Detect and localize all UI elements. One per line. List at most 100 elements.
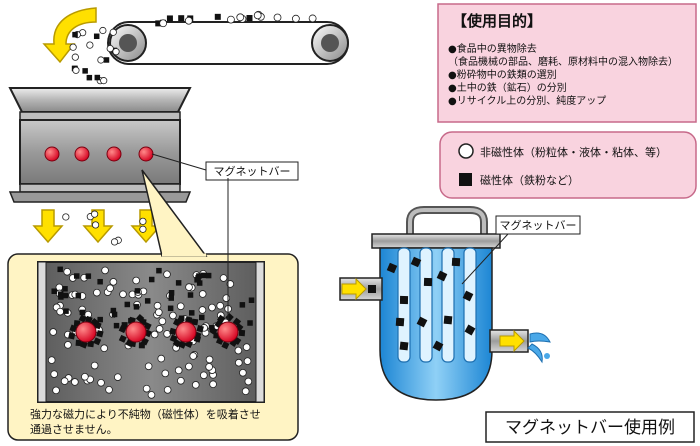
magnetic-particle [386,262,398,274]
magnet-bar-cross-section [75,321,97,343]
non-magnetic-particle [235,358,243,367]
magnetic-particle [205,272,212,279]
non-magnetic-particle [109,278,118,286]
non-magnetic-particle [93,288,101,297]
non-magnetic-particle [242,343,251,351]
non-magnetic-particle [60,377,69,385]
splash-drop [544,353,550,359]
non-magnetic-particle [185,283,193,291]
non-magnetic-particle [150,330,159,339]
magnetic-particle [73,273,80,279]
magnetic-particle [432,340,444,352]
magnetic-particle [166,15,173,22]
hopper-top [8,87,192,113]
purpose-title: 【使用目的】 [452,12,542,30]
magnetic-particle [436,270,448,282]
magnet-bar-label-tank: マグネットバー [500,218,577,232]
magnetic-particle [79,309,86,316]
magnetic-particle [395,317,405,327]
non-magnetic-particle [163,386,172,394]
attached-particle [87,340,95,348]
magnetic-particle [51,288,57,294]
non-magnetic-particle [174,366,183,375]
magnetic-particle [144,298,151,304]
non-magnetic-particle [177,376,185,385]
attached-particle [225,313,234,322]
attached-particle [196,325,204,333]
non-magnetic-particle [144,362,153,371]
non-magnetic-particle [52,386,60,395]
magnet-tube [397,247,411,363]
non-magnetic-particle [119,290,127,299]
tank-handle [406,206,488,236]
non-magnetic-particle [209,380,217,389]
non-magnetic-particle [236,13,245,22]
magnetic-particle [168,290,175,296]
magnet-bar-cross-section [175,321,197,343]
magnetic-particle [196,280,203,286]
magnet-bar-end [138,146,154,162]
non-magnetic-particle [147,391,156,399]
non-magnetic-particle [105,385,113,394]
non-magnetic-particle [163,330,171,338]
non-magnetic-particle [106,44,114,53]
purpose-item: ●土中の鉄（鉱石）の分別 [448,81,567,94]
magnetic-particle [399,295,409,305]
tank-lid [371,233,501,249]
belt-particles [155,10,317,28]
feed-arrow [42,7,97,64]
non-magnetic-particle [106,284,114,293]
non-magnetic-particle [200,371,208,380]
non-magnetic-particle [222,294,231,302]
magnet-bar-label-box [205,161,299,181]
magnetic-particle [239,302,246,308]
non-magnetic-particle [100,77,108,85]
tank-label-leader [461,233,509,285]
attached-particle [93,321,102,330]
non-magnetic-particle [86,41,94,49]
magnetic-particle [58,294,64,300]
diagram-title: マグネットバー使用例 [505,417,675,438]
magnetic-particle [464,324,476,336]
non-magnetic-particle [63,267,71,276]
attached-particle [169,334,178,343]
magnetic-particle [178,315,185,322]
attached-particle [69,324,78,333]
non-magnetic-particle [71,378,79,386]
non-magnetic-particle [139,225,147,233]
non-magnetic-particle [198,306,207,314]
attached-particle [96,330,104,338]
non-magnetic-particle [56,307,65,316]
tank-particles [368,256,476,352]
magnetic-particle [57,266,63,273]
magnetic-particle [110,307,117,314]
non-magnetic-particle [99,26,107,35]
magnetic-particle [416,316,428,328]
non-magnetic-particle [184,16,193,25]
callout-caption-line1: 強力な磁力により不純物（磁性体）を吸着させ [30,407,261,421]
non-magnetic-particle [109,28,117,36]
magnetic-particle [200,272,207,279]
non-magnetic-particle [100,344,109,353]
splash-drop [529,332,551,343]
attached-particle [221,341,230,350]
non-magnetic-particle [176,302,185,311]
magnet-bar-leader [151,153,207,171]
non-magnetic-particle [71,53,79,61]
non-magnetic-particle [114,373,122,381]
tank-label-box [495,215,581,235]
non-magnetic-particle [62,213,70,221]
non-magnetic-particle [208,303,216,312]
magnetic-particle [63,308,69,314]
non-magnetic-particle [273,13,282,22]
magnetic-particle [97,316,103,323]
attached-particle [193,335,202,343]
magnetic-particle [155,20,162,27]
tank-magnet-tubes [397,247,477,363]
attached-particle [93,337,102,346]
magnet-bar-label-top: マグネットバー [214,164,291,178]
magnet-tank [339,206,551,401]
non-magnetic-particle [154,308,163,317]
purpose-item: ●リサイクル上の分別、純度アップ [448,94,606,107]
